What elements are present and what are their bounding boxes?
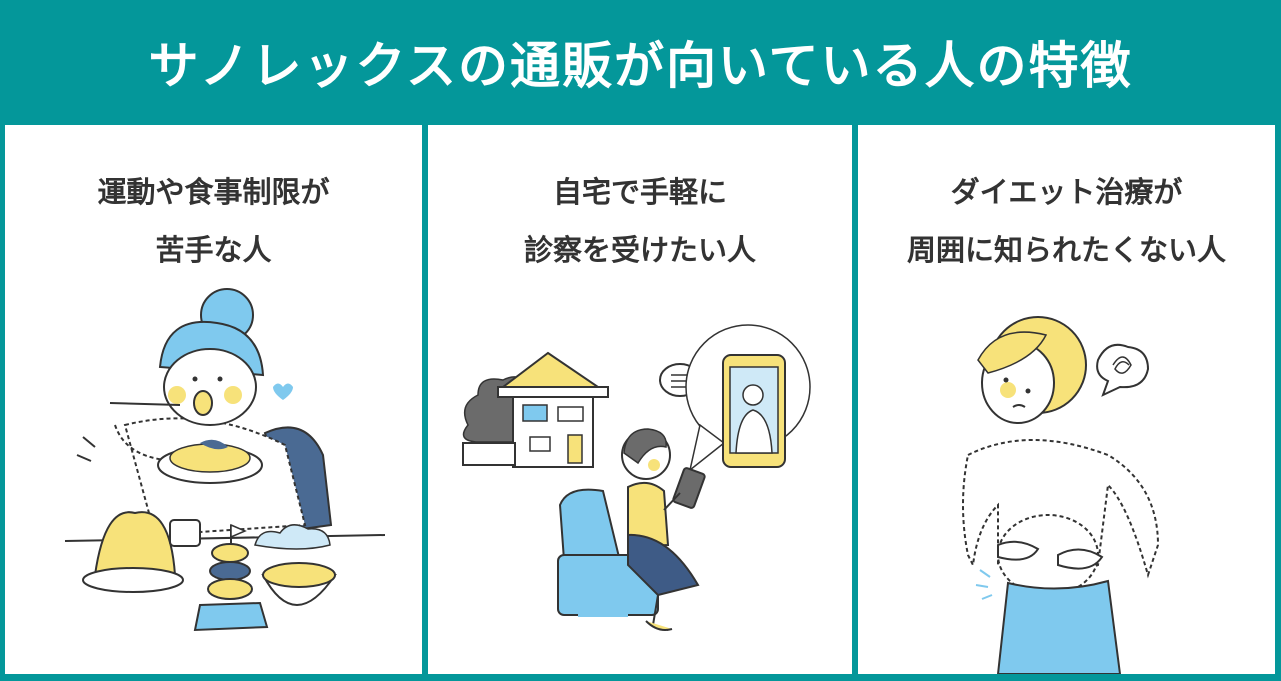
panel-discreet-treatment: ダイエット治療が 周囲に知られたくない人: [858, 125, 1275, 674]
woman-eating-illustration: [64, 288, 386, 632]
panel-home-consultation: 自宅で手軽に 診察を受けたい人: [428, 125, 852, 674]
caption-line-2: 診察を受けたい人: [523, 233, 756, 267]
caption-line-2: 周囲に知られたくない人: [906, 233, 1226, 267]
header-bar: サノレックスの通販が向いている人の特徴: [0, 0, 1281, 124]
caption-line-1: 運動や食事制限が: [97, 175, 330, 209]
panel-caption: 自宅で手軽に 診察を受けたい人: [428, 163, 852, 279]
panel-exercise-diet: 運動や食事制限が 苦手な人: [5, 125, 422, 674]
worried-woman-illustration: [962, 316, 1160, 674]
page-title: サノレックスの通販が向いている人の特徴: [148, 37, 1133, 95]
caption-line-1: ダイエット治療が: [950, 175, 1183, 209]
online-consultation-illustration: [462, 324, 811, 631]
panel-caption: ダイエット治療が 周囲に知られたくない人: [858, 163, 1275, 279]
caption-line-1: 自宅で手軽に: [552, 175, 727, 209]
panel-caption: 運動や食事制限が 苦手な人: [5, 163, 422, 279]
caption-line-2: 苦手な人: [155, 233, 272, 267]
